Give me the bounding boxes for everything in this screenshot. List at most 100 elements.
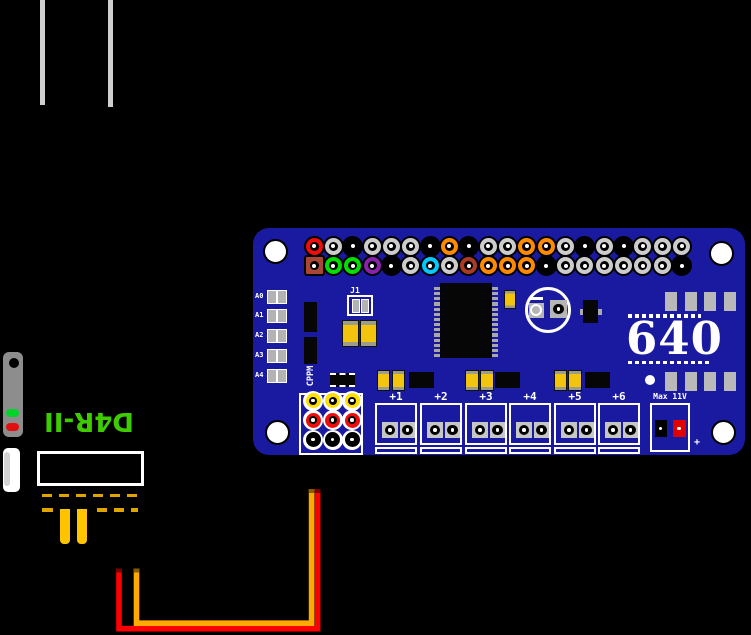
mounting-hole-top-left: [263, 239, 288, 264]
ic-leg: [492, 348, 498, 352]
receiver-label: D4R-II: [44, 406, 134, 436]
gpio-pin: [613, 255, 635, 276]
smd-ic: [585, 372, 610, 388]
servo-pad-dot: [388, 428, 392, 432]
gpio-pin: [651, 235, 673, 257]
pin-core: [522, 241, 532, 251]
cppm-pin-ring: [305, 432, 321, 447]
servo-pad-hole: [384, 424, 395, 435]
cppm-pin: [322, 410, 343, 430]
cppm-pin-core: [309, 396, 317, 405]
servo-connector: [420, 403, 462, 445]
analog-label: A4: [255, 370, 264, 379]
analog-pad: [266, 329, 277, 344]
servo-pad-hole: [492, 424, 503, 435]
servo-pad-hole: [429, 424, 440, 435]
pin-core: [522, 261, 532, 270]
cppm-pin: [342, 410, 362, 430]
buzzer-pad-positive: [550, 300, 567, 318]
pin-dot: [679, 263, 684, 268]
ic-leg: [492, 302, 498, 306]
cppm-pin-core: [348, 396, 356, 405]
ic-leg: [434, 343, 440, 347]
capacitor: [359, 319, 377, 347]
gpio-pin: [497, 255, 518, 276]
pin-dot: [621, 244, 626, 248]
pin-dot: [389, 244, 394, 248]
servo-pad: [605, 422, 621, 438]
pin-dot: [563, 244, 568, 248]
capacitor: [376, 369, 390, 391]
buzzer-pad-negative: [528, 302, 544, 318]
servo-pad: [382, 422, 398, 438]
analog-label: A1: [255, 311, 264, 320]
servo-connector-lip: [554, 447, 596, 454]
gpio-pin: [303, 235, 325, 257]
gpio-pin: [419, 255, 441, 276]
pin-dot: [331, 263, 336, 268]
pin-core: [425, 261, 435, 270]
smd-ic: [495, 372, 520, 388]
smd-array: [330, 372, 355, 387]
servo-connector: [598, 403, 640, 445]
servo-connector: [465, 403, 507, 445]
pin-dot: [582, 263, 587, 268]
gpio-pin: [535, 255, 557, 276]
power-label: Max 11V: [653, 392, 687, 401]
cppm-pin-ring: [305, 393, 321, 408]
servo-pad-dot: [495, 428, 499, 432]
buzzer-outline: [524, 286, 571, 333]
pin-dot: [408, 244, 413, 248]
pad-dot: [677, 426, 681, 431]
gpio-pin: [671, 255, 693, 276]
pin-core: [464, 241, 474, 251]
pin-core: [580, 261, 590, 270]
gpio-pin: [516, 255, 538, 276]
cppm-pin-core: [309, 416, 317, 424]
gpio-pin: [458, 255, 480, 276]
gpio-pin: [632, 235, 654, 257]
pad-hole: [553, 303, 564, 315]
cppm-pin-ring: [325, 412, 340, 428]
power-pad-positive: [672, 420, 686, 437]
pin-core: [367, 261, 377, 270]
pin-dot: [408, 263, 413, 268]
servo-pad: [516, 422, 532, 438]
red-wire: [116, 489, 321, 632]
servo-pad-dot: [611, 428, 615, 432]
cppm-pin-dot: [330, 437, 335, 442]
pin-dot: [640, 263, 645, 268]
pin-core: [348, 241, 358, 251]
logo-640: 640: [626, 312, 723, 365]
pin-dot: [582, 244, 587, 248]
solder-dash-row-2a: [42, 508, 53, 512]
servo-pad-dot: [567, 428, 571, 432]
servo-label: +5: [568, 389, 582, 403]
cppm-pin-ring: [325, 393, 340, 408]
gpio-pin: [380, 235, 402, 257]
pin-core: [561, 261, 571, 270]
servo-label: +3: [479, 389, 493, 403]
pin-core: [406, 261, 416, 270]
cppm-pin-ring: [344, 393, 360, 408]
servo-pad-dot: [478, 428, 482, 432]
mounting-hole-bottom-left: [264, 419, 290, 445]
transistor-tab: [597, 308, 602, 315]
smd-ic: [408, 372, 434, 388]
pin-dot: [602, 244, 607, 248]
ic-leg: [434, 317, 440, 322]
gpio-pin: [419, 235, 441, 257]
edge-pad: [723, 371, 736, 391]
servo-pad-hole: [447, 424, 458, 435]
ic-leg: [434, 323, 440, 327]
servo-pad-hole: [581, 424, 592, 435]
pin-core: [444, 261, 454, 270]
pin-dot: [524, 244, 529, 248]
gpio-pin: [477, 235, 499, 257]
edge-pad: [703, 371, 716, 391]
ic-leg: [492, 328, 498, 332]
red-wire-end-cap: [314, 489, 321, 493]
pin-core: [561, 241, 571, 251]
gpio-pin: [322, 255, 344, 276]
